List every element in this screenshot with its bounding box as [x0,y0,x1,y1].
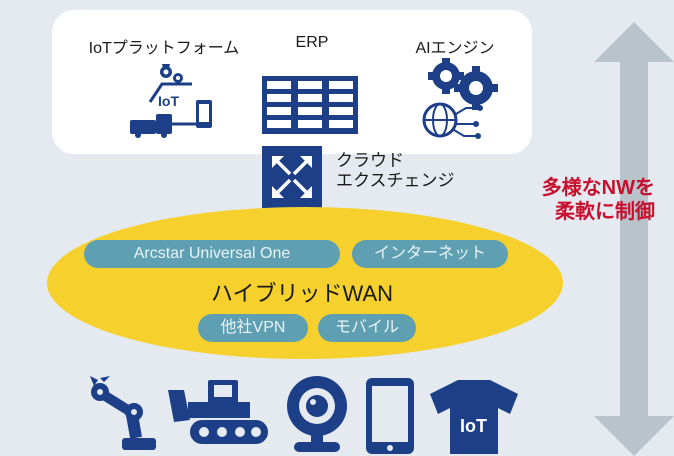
service-pill-mobile: モバイル [318,314,416,342]
bulldozer-icon [168,380,268,444]
robot-arm-icon [90,376,156,450]
tshirt-iot-label: IoT [460,416,487,436]
iot-platform-icon: IoT [130,64,212,138]
ai-gears-icon [422,58,498,139]
iot-badge: IoT [158,93,179,109]
service-pill-internet: インターネット [352,240,508,268]
double-arrow-icon [594,22,674,456]
service-pill-arcstar: Arcstar Universal One [84,240,340,268]
service-label-ai-engine: AIエンジン [415,40,495,57]
cloud-exchange-label: クラウド エクスチェンジ [336,151,455,190]
server-rack-icon [262,76,358,134]
exchange-arrows-icon [272,156,312,198]
webcam-icon [287,376,347,452]
service-pill-other-vpn: 他社VPN [198,314,308,342]
service-label-iot-platform: IoTプラットフォーム [88,40,240,57]
service-label-erp: ERP [295,34,329,51]
iot-tshirt-icon: IoT [430,380,518,454]
tablet-icon [366,378,414,454]
cloud-exchange-box [262,146,322,208]
flexible-nw-callout: 多様なNWを 柔軟に制御 [541,177,655,223]
hybrid-wan-title: ハイブリッドWAN [210,281,394,306]
